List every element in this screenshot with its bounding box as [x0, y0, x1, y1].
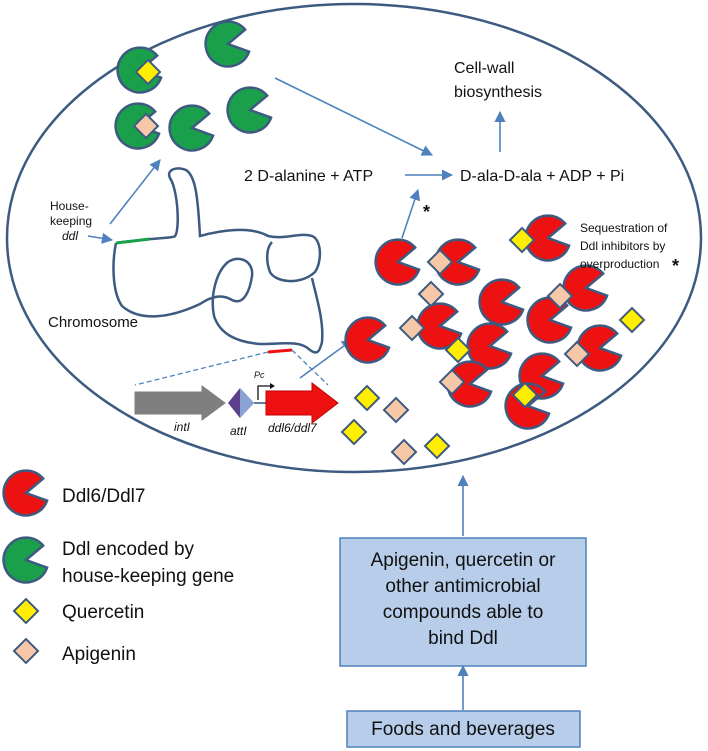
compounds-line-1: Apigenin, quercetin or: [371, 550, 557, 571]
attl-site-half: [240, 388, 254, 418]
chromosome-integron-locus: [267, 348, 293, 354]
ddl67-gene-label: ddl6/ddl7: [268, 421, 318, 435]
pc-promoter-arrow: [257, 385, 270, 400]
compounds-line-3: compounds able to: [383, 602, 544, 623]
arrow-house-keeping-label: [87, 232, 114, 244]
dashed-guide-left: [134, 351, 269, 386]
dashed-guide-right: [291, 349, 329, 386]
housekeeping-label-1: House-: [50, 199, 89, 213]
cell-wall-label-2: biosynthesis: [454, 84, 542, 101]
pc-label: Pc: [254, 370, 265, 380]
ddl67-gene: [265, 381, 339, 425]
housekeeping-label-2: keeping: [50, 214, 92, 228]
compounds-line-2: other antimicrobial: [385, 576, 540, 597]
chromosome-strand: [112, 167, 324, 354]
legend: Ddl6/Ddl7 Ddl encoded by house-keeping g…: [0, 466, 234, 665]
arrow-housekeeping-gene-to-green: [109, 159, 161, 225]
legend-ddl-hk-label-2: house-keeping gene: [62, 566, 234, 587]
pc-promoter-arrowhead: [270, 383, 275, 389]
legend-ddl67-icon: [0, 466, 51, 521]
legend-quercetin-label: Quercetin: [62, 602, 144, 623]
arrows: [87, 77, 506, 710]
legend-ddl-hk-label-1: Ddl encoded by: [62, 539, 195, 560]
cell-wall-label-1: Cell-wall: [454, 60, 514, 77]
chromosome-housekeeping-ddl-locus: [115, 237, 151, 245]
legend-ddl67-label: Ddl6/Ddl7: [62, 486, 145, 507]
legend-ddl-hk-icon: [0, 533, 51, 588]
integron-cassette: Pc intI attI ddl6/ddl7: [134, 370, 339, 438]
asterisk-arrow: *: [423, 202, 430, 222]
intl-gene: [134, 385, 226, 421]
sequestration-label-2: Ddl inhibitors by: [580, 239, 665, 253]
compounds-box: Apigenin, quercetin or other antimicrobi…: [339, 537, 587, 667]
arrow-red-to-reaction: [401, 188, 421, 239]
attl-label: attI: [230, 424, 247, 438]
compounds-line-4: bind Ddl: [428, 628, 498, 649]
cell-boundary: [5, 2, 703, 474]
foods-box: Foods and beverages: [346, 710, 581, 748]
sequestration-label-3: overproduction: [580, 257, 659, 271]
chromosome-label: Chromosome: [48, 314, 138, 331]
legend-quercetin-icon: [12, 597, 40, 625]
foods-label: Foods and beverages: [371, 719, 555, 740]
legend-apigenin-icon: [12, 637, 40, 665]
arrow-green-to-reaction: [274, 77, 434, 156]
legend-apigenin-label: Apigenin: [62, 644, 136, 665]
intl-label: intI: [174, 420, 191, 434]
sequestration-label-1: Sequestration of: [580, 221, 668, 235]
reaction-products: D-ala-D-ala + ADP + Pi: [460, 168, 624, 185]
reaction-substrates: 2 D-alanine + ATP: [244, 168, 373, 185]
housekeeping-label-3: ddl: [62, 229, 78, 243]
arrow-cassette-to-red: [299, 339, 353, 379]
asterisk-sequestration: *: [672, 256, 679, 276]
